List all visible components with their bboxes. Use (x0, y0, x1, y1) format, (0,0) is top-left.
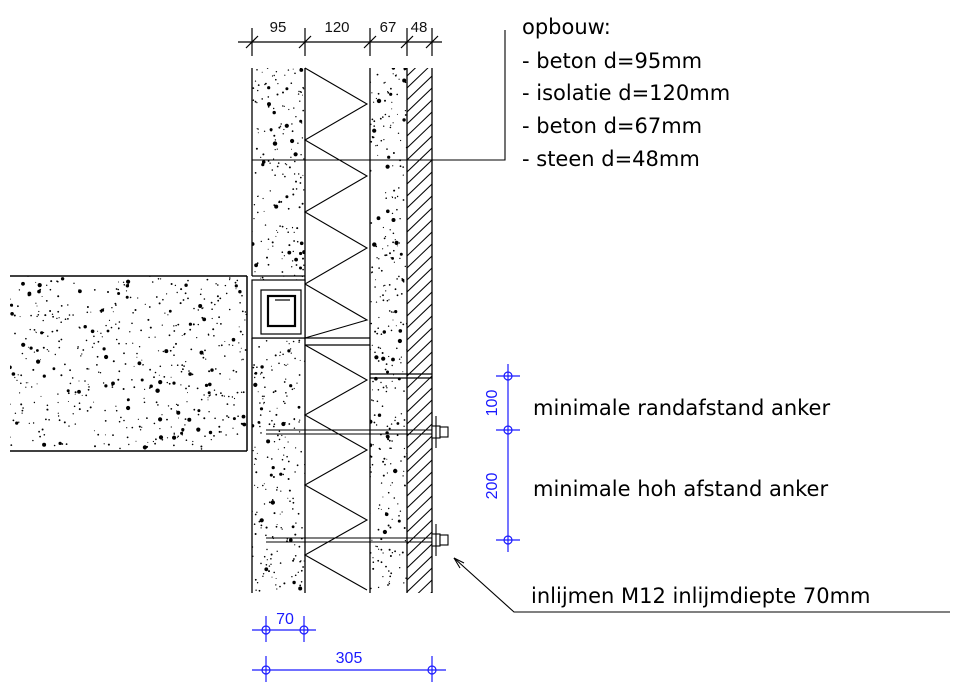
buildup-leader-line (252, 30, 506, 161)
buildup-layer-steen: - steen d=48mm (522, 147, 700, 171)
outer-concrete-leaf (370, 68, 407, 590)
bottom-dimension-depth (252, 616, 316, 642)
dim-label-isolatie: 120 (324, 19, 349, 36)
buildup-layer-beton-2: - beton d=67mm (522, 114, 702, 138)
buildup-layer-beton-1: - beton d=95mm (522, 49, 702, 73)
anchor-annotation: inlijmen M12 inlijmdiepte 70mm (531, 584, 871, 608)
buildup-layer-isolatie: - isolatie d=120mm (522, 81, 730, 105)
anchor-bottom (266, 524, 449, 556)
insulation-layer (303, 67, 369, 591)
steel-tube-connection (251, 279, 306, 339)
dim-label-beton-1: 95 (270, 19, 287, 36)
dim-label-edge-distance: 100 (484, 390, 501, 417)
anchor-top (266, 416, 449, 448)
spacing-annotation: minimale hoh afstand anker (533, 477, 828, 501)
vertical-dimension-line (496, 364, 520, 552)
buildup-title: opbouw: (522, 15, 611, 39)
dim-label-total-thickness: 305 (336, 650, 363, 667)
dim-label-beton-2: 67 (380, 19, 397, 36)
dim-label-steen: 48 (411, 19, 428, 36)
edge-distance-annotation: minimale randafstand anker (533, 396, 830, 420)
dim-label-anchor-depth: 70 (276, 611, 294, 628)
anchor-leader-line (453, 557, 950, 613)
brick-layer (407, 68, 432, 593)
top-dimension-line (238, 28, 442, 56)
dim-label-spacing: 200 (484, 473, 501, 500)
buildup-note: opbouw: - beton d=95mm - isolatie d=120m… (522, 15, 730, 171)
floor-slab (10, 275, 248, 452)
bottom-dimension-total (252, 656, 446, 682)
